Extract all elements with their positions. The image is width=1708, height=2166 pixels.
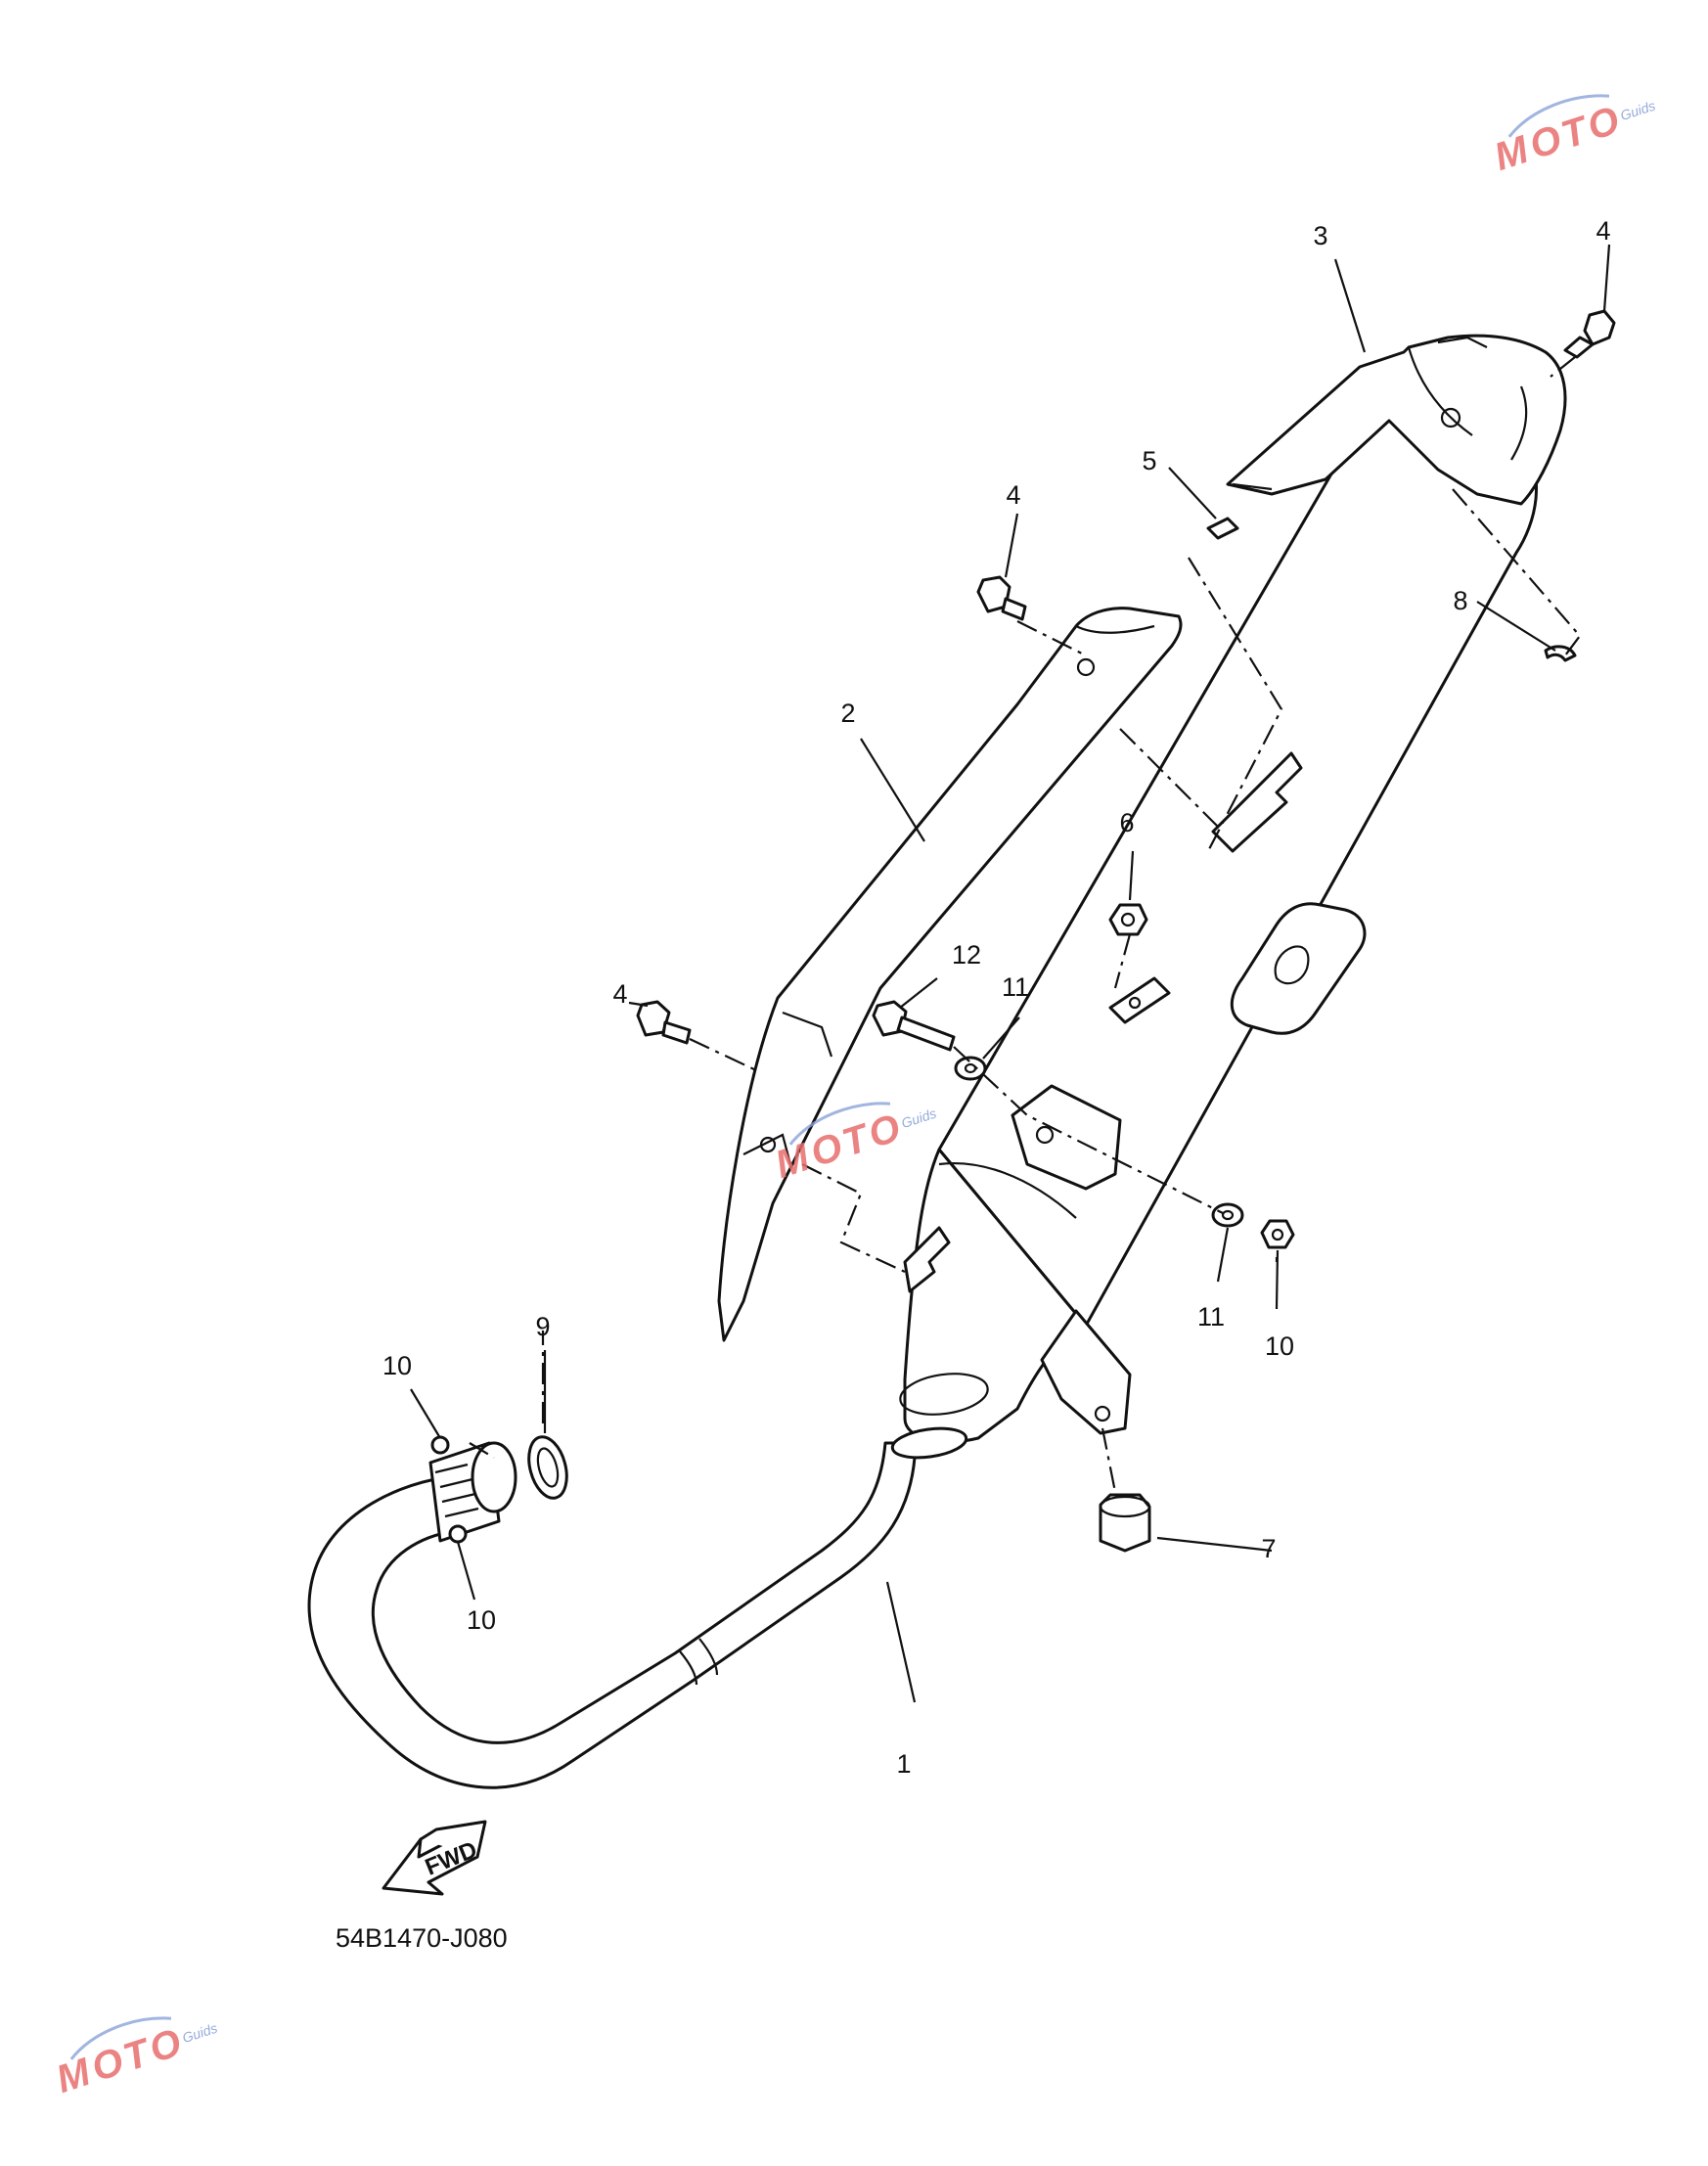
callout-8: 8: [1453, 586, 1467, 615]
assembly-lines: [469, 356, 1582, 1493]
watermark-bottom-left: M O T O Guids: [51, 2016, 219, 2101]
callout-5: 5: [1142, 446, 1156, 475]
rubber-bushing: [1099, 1493, 1151, 1553]
callout-3: 3: [1313, 221, 1327, 250]
flange-nut-lower: [448, 1524, 468, 1544]
washer-lower: [1211, 1202, 1244, 1228]
callout-2: 2: [840, 699, 855, 728]
diagram-code: 54B1470-J080: [336, 1923, 508, 1953]
nut-right: [1260, 1219, 1295, 1249]
callouts: 1 2 3 4 4 4 5 6 7 8 9 10 10 10 11 11 12: [382, 216, 1611, 1779]
callout-10-flange-upper: 10: [382, 1351, 412, 1380]
heat-protector: [717, 607, 1183, 1342]
gasket: [527, 1435, 568, 1500]
callout-9: 9: [535, 1312, 550, 1341]
svg-text:Guids: Guids: [1618, 98, 1657, 124]
callout-12: 12: [952, 940, 981, 970]
callout-10-right: 10: [1265, 1331, 1294, 1361]
bolt-mid-left: [636, 1000, 692, 1045]
callout-10-flange-lower: 10: [467, 1605, 496, 1635]
exhaust-pipe: [307, 1441, 917, 1789]
leader-lines: [410, 244, 1611, 1703]
callout-11-upper: 11: [1002, 972, 1029, 1002]
bolt-long: [872, 1000, 956, 1052]
callout-11-lower: 11: [1197, 1302, 1225, 1331]
callout-7: 7: [1261, 1534, 1276, 1563]
callout-4-mid: 4: [612, 979, 627, 1009]
flange-nut-upper: [430, 1435, 450, 1455]
callout-6: 6: [1119, 808, 1134, 837]
callout-4-upper: 4: [1006, 480, 1020, 510]
callout-4-top: 4: [1596, 216, 1610, 246]
watermark-top-right: M O T O Guids: [1489, 94, 1657, 179]
bolt-top-right: [1563, 309, 1616, 359]
washer-upper: [954, 1056, 987, 1081]
clip-5: [1206, 517, 1239, 540]
callout-1: 1: [896, 1749, 911, 1779]
nut-6: [1108, 903, 1148, 936]
forward-arrow: FWD: [382, 1820, 487, 1896]
muffler-body: [890, 370, 1540, 1460]
svg-text:Guids: Guids: [180, 2020, 219, 2047]
svg-text:Guids: Guids: [899, 1106, 938, 1132]
end-cover: [1226, 334, 1567, 506]
bolt-upper-left: [976, 575, 1027, 621]
